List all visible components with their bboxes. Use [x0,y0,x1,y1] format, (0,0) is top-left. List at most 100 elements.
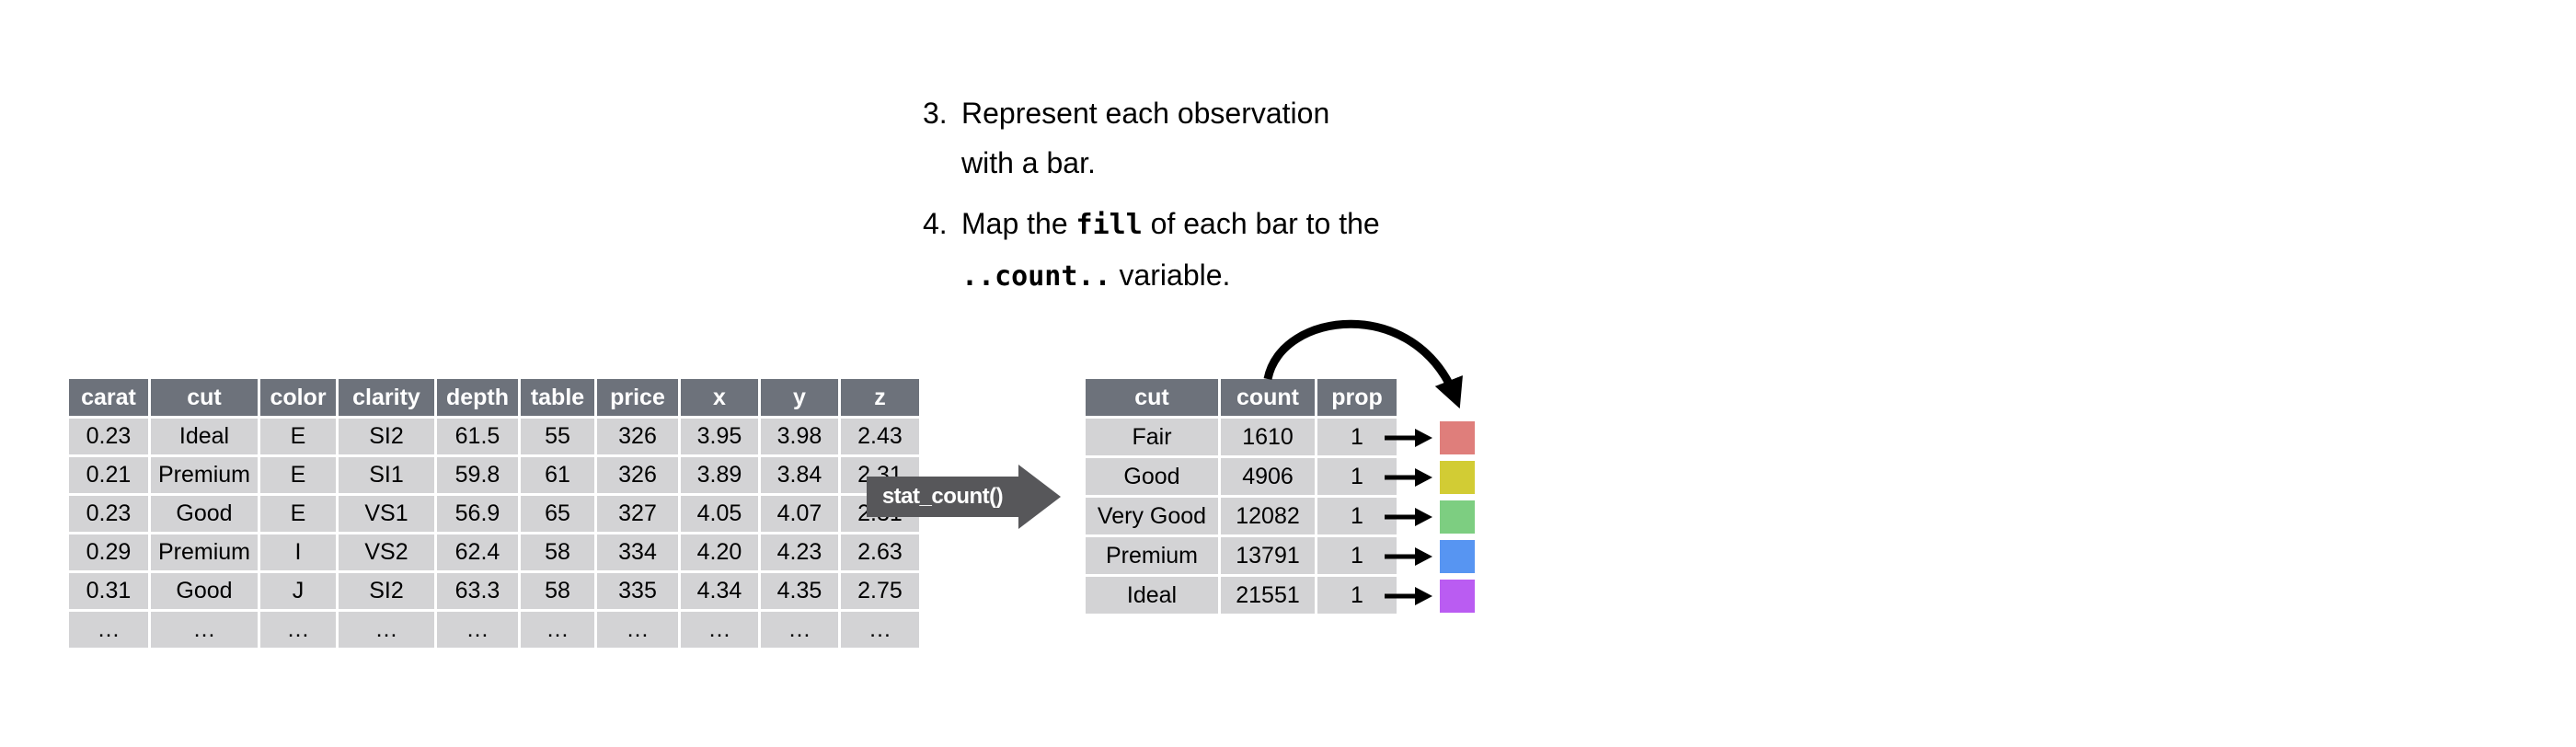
table-cell: J [260,573,336,609]
table-cell: … [151,612,258,648]
table-cell: 1 [1317,537,1397,574]
instruction-step-3: 3. Represent each observation with a bar… [923,88,1389,188]
table-cell: 12082 [1221,498,1315,534]
column-header-cut: cut [1086,379,1218,416]
table-cell: 55 [521,419,594,454]
table-cell: 4.05 [681,496,758,532]
table-cell: Ideal [151,419,258,454]
table-cell: SI2 [339,573,434,609]
stat-count-arrow: stat_count() [867,477,1018,517]
table-cell: 4.34 [681,573,758,609]
table-cell: 4906 [1221,458,1315,495]
table-cell: 1 [1317,577,1397,614]
column-header-carat: carat [69,379,148,416]
instruction-text-segment: variable. [1110,259,1231,292]
table-cell: … [69,612,148,648]
instruction-text: Map the fill of each bar to the ..count.… [961,199,1389,302]
fill-mapping-row [1385,540,1475,573]
table-cell: 334 [597,534,678,570]
column-header-z: z [841,379,919,416]
fill-mapping-row [1385,421,1475,454]
table-cell: 4.35 [761,573,838,609]
table-cell: 1 [1317,419,1397,455]
column-header-color: color [260,379,336,416]
code-count: ..count.. [961,260,1111,293]
table-cell: 2.63 [841,534,919,570]
table-cell: 4.20 [681,534,758,570]
table-cell: E [260,419,336,454]
table-cell: Ideal [1086,577,1218,614]
table-cell: 4.07 [761,496,838,532]
table-cell: … [841,612,919,648]
table-cell: 3.98 [761,419,838,454]
table-cell: Good [151,496,258,532]
table-cell: Fair [1086,419,1218,455]
column-header-depth: depth [437,379,518,416]
fill-swatch-ideal [1440,580,1475,613]
column-header-prop: prop [1317,379,1397,416]
table-cell: … [521,612,594,648]
instruction-text: Represent each observation with a bar. [961,97,1330,179]
instruction-number: 4. [923,207,948,240]
table-cell: E [260,457,336,493]
table-cell: … [681,612,758,648]
instruction-text-segment: Map the [961,207,1076,240]
instruction-step-4: 4. Map the fill of each bar to the ..cou… [923,199,1389,302]
instruction-text-segment: of each bar to the [1142,207,1380,240]
fill-swatch-premium [1440,540,1475,573]
table-cell: SI2 [339,419,434,454]
table-cell: Premium [151,457,258,493]
table-cell: 0.21 [69,457,148,493]
table-row: ………………………… [69,612,919,648]
arrow-right-icon [1385,547,1432,566]
table-cell: VS1 [339,496,434,532]
table-cell: Very Good [1086,498,1218,534]
table-cell: 13791 [1221,537,1315,574]
instruction-number: 3. [923,97,948,130]
table-cell: 58 [521,573,594,609]
table-cell: … [597,612,678,648]
table-cell: I [260,534,336,570]
table-cell: 65 [521,496,594,532]
table-cell: 326 [597,457,678,493]
table-cell: 327 [597,496,678,532]
column-header-x: x [681,379,758,416]
table-cell: 0.23 [69,419,148,454]
table-cell: Premium [1086,537,1218,574]
table-cell: 59.8 [437,457,518,493]
table-cell: 3.95 [681,419,758,454]
column-header-clarity: clarity [339,379,434,416]
column-header-price: price [597,379,678,416]
table-cell: 3.84 [761,457,838,493]
table-cell: 2.43 [841,419,919,454]
table-cell: 326 [597,419,678,454]
table-cell: 63.3 [437,573,518,609]
column-header-y: y [761,379,838,416]
arrow-right-icon [1385,587,1432,605]
table-cell: 58 [521,534,594,570]
stat-count-label: stat_count() [881,484,1004,509]
fill-mapping-row [1385,500,1475,534]
table-cell: 0.29 [69,534,148,570]
table-cell: 61 [521,457,594,493]
table-cell: … [761,612,838,648]
table-cell: … [339,612,434,648]
arrow-right-icon [1385,429,1432,447]
table-cell: E [260,496,336,532]
fill-mapping-row [1385,580,1475,613]
code-fill: fill [1075,209,1143,241]
table-cell: 21551 [1221,577,1315,614]
table-cell: 0.31 [69,573,148,609]
count-to-fill-arrow-icon [1263,319,1463,409]
column-header-cut: cut [151,379,258,416]
